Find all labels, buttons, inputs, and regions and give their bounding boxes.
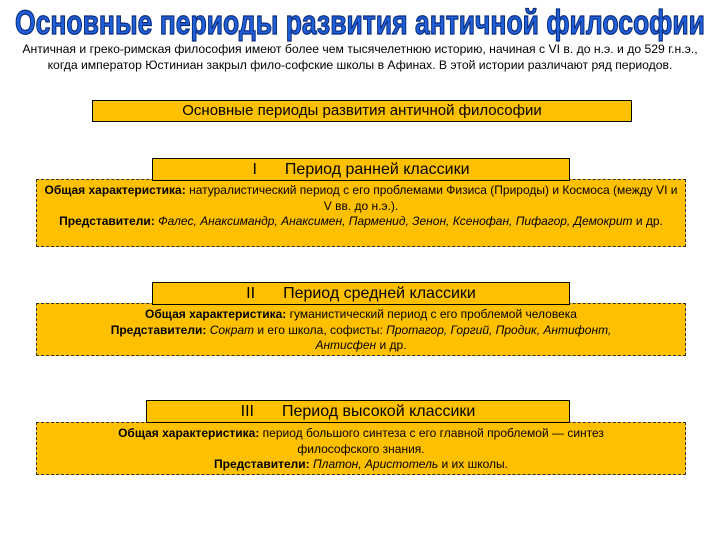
period-3-number: III <box>240 403 254 420</box>
period-3-name: Период высокой классики <box>281 403 476 420</box>
period-1-body: Общая характеристика: натуралистический … <box>36 179 686 247</box>
page-title: Основные периоды развития античной филос… <box>0 2 720 42</box>
period-1-char-label: Общая характеристика: <box>44 183 186 197</box>
period-3-header: III Период высокой классики <box>146 400 570 423</box>
period-3-rep-tail: и их школы. <box>441 457 508 471</box>
period-2-rep-label: Представители: <box>110 322 207 337</box>
period-2-header: II Период средней классики <box>152 282 570 305</box>
period-2-char-text: гуманистический период с его проблемой ч… <box>289 307 577 321</box>
period-2-name: Период средней классики <box>283 285 476 302</box>
period-1-rep-label: Представители: <box>59 214 155 228</box>
period-3-char-label: Общая характеристика: <box>118 426 260 440</box>
period-1-number: I <box>252 161 257 178</box>
period-1-rep-names: Фалес, Анаксимандр, Анаксимен, Парменид,… <box>158 214 633 228</box>
period-1-rep-tail: и др. <box>635 214 663 228</box>
period-1-name: Период ранней классики <box>284 161 470 178</box>
period-2-rep-tail: и др. <box>379 338 407 352</box>
period-3-char-text: период большого синтеза с его главной пр… <box>262 426 604 456</box>
period-2-body: Общая характеристика: гуманистический пе… <box>36 303 686 356</box>
period-3-rep-label: Представители: <box>214 457 310 471</box>
period-2-rep-mid: и его школа, софисты: <box>257 322 383 337</box>
period-2-rep-names-2: Протагор, Горгий, Продик, Антифонт, Анти… <box>315 322 612 353</box>
main-header-box: Основные периоды развития античной филос… <box>92 100 632 122</box>
period-3-rep-names: Платон, Аристотель <box>312 457 439 471</box>
intro-paragraph: Античная и греко-римская философия имеют… <box>22 42 698 72</box>
period-1-header: I Период ранней классики <box>152 158 570 181</box>
period-2-char-label: Общая характеристика: <box>145 307 287 321</box>
period-3-body: Общая характеристика: период большого си… <box>36 422 686 475</box>
period-2-rep-name-1: Сократ <box>209 322 255 337</box>
period-2-number: II <box>246 285 256 302</box>
page-title-text: Основные периоды развития античной филос… <box>15 4 705 42</box>
period-1-char-text: натуралистический период с его проблемам… <box>189 183 678 213</box>
